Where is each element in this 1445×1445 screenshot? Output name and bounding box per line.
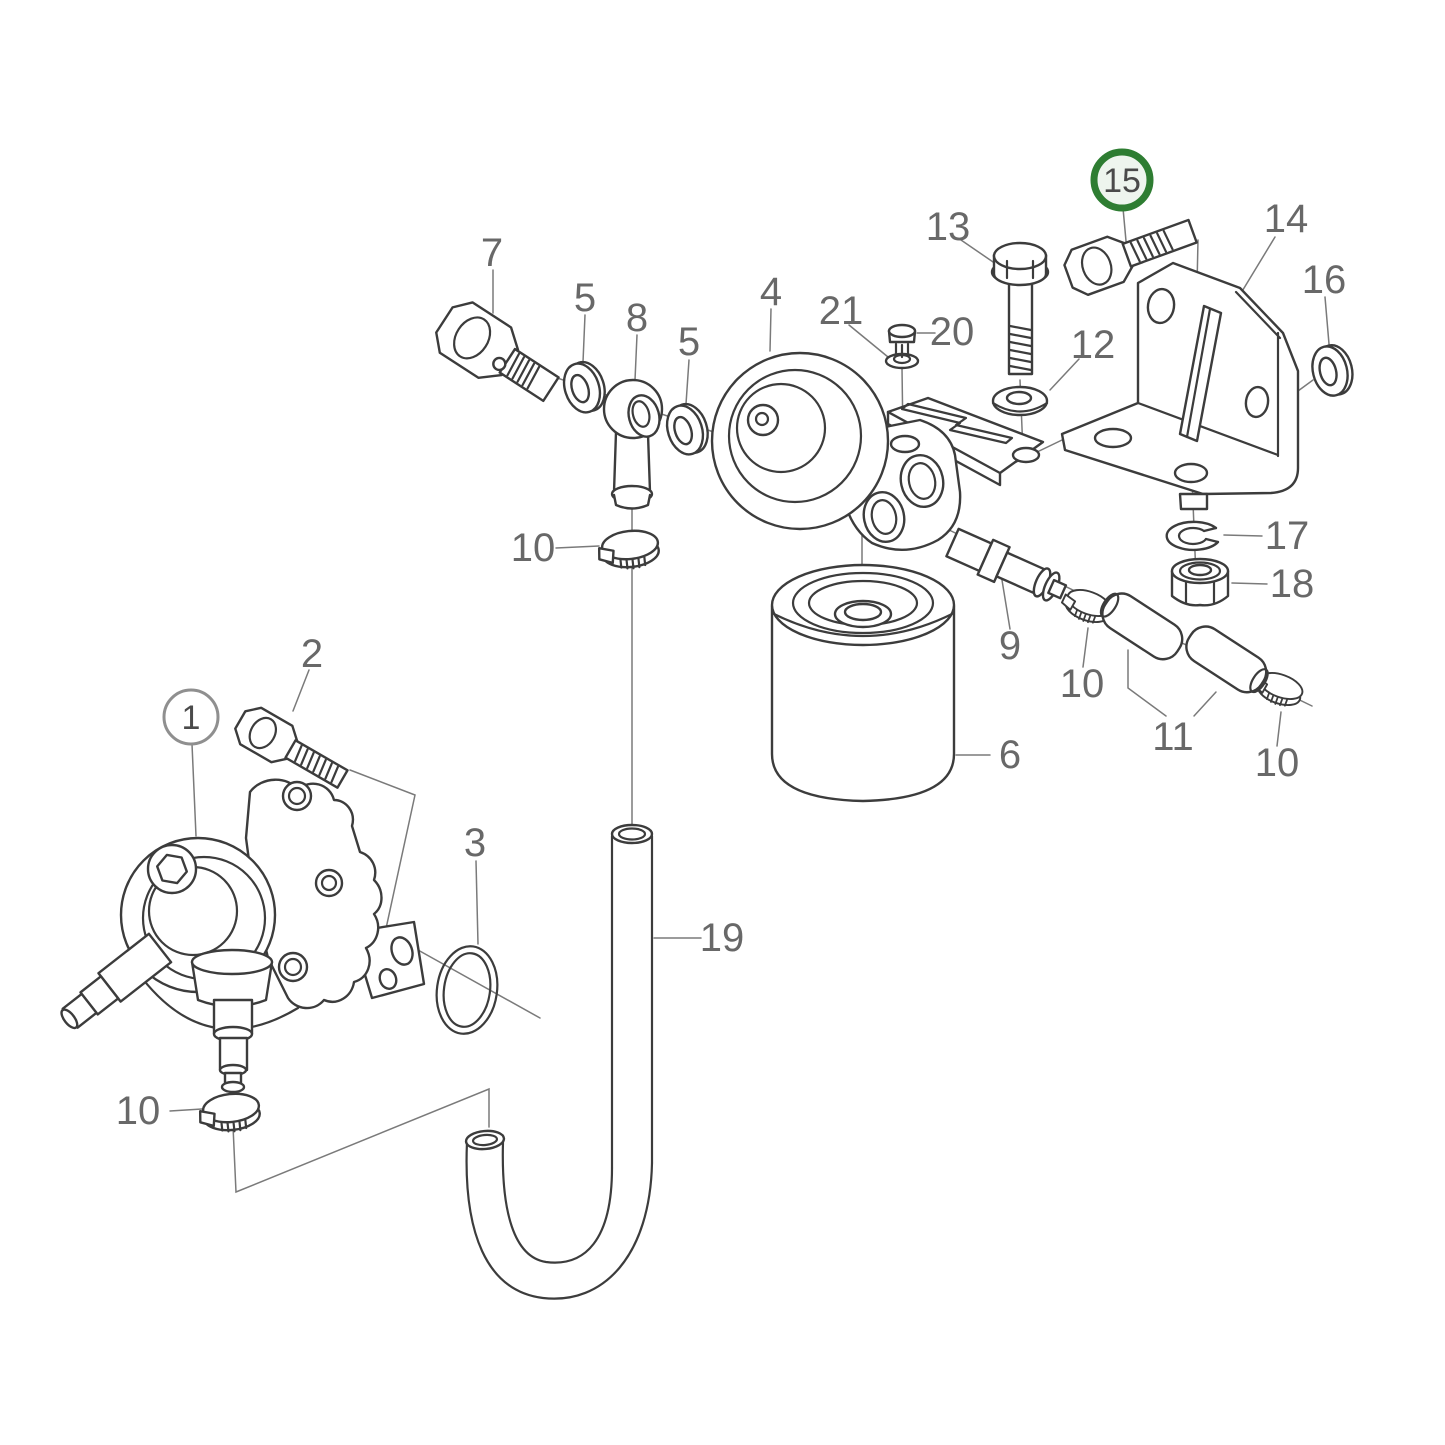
callout-label-1: 1 (182, 699, 201, 737)
part-hose-11a (1099, 592, 1184, 661)
callout-label-3: 3 (464, 821, 486, 865)
callout-label-17: 17 (1265, 514, 1310, 558)
callout-label-13: 13 (926, 205, 971, 249)
callout-label-6: 6 (999, 733, 1021, 777)
callout-label-21: 21 (819, 289, 864, 333)
callout-label-10b: 10 (116, 1089, 161, 1133)
part-fuel-filter-6 (770, 563, 956, 803)
callout-label-18: 18 (1270, 562, 1315, 606)
callout-label-10c: 10 (1060, 662, 1105, 706)
callout-label-5a: 5 (574, 276, 596, 320)
part-washer-5a (556, 356, 612, 419)
part-fuel-pump-1 (60, 778, 426, 1094)
part-banjo-fitting-8 (602, 378, 664, 510)
callout-label-5b: 5 (678, 320, 700, 364)
callout-label-14: 14 (1264, 197, 1309, 241)
callout-label-12: 12 (1071, 323, 1116, 367)
callout-label-2: 2 (301, 632, 323, 676)
part-clamp-10b (196, 1089, 263, 1136)
callout-circle-1 (162, 688, 220, 746)
part-hose-11b (1185, 625, 1269, 694)
callout-label-20: 20 (930, 310, 975, 354)
part-washer-5b (659, 398, 715, 461)
part-bolt-15 (1063, 218, 1198, 297)
callout-label-7: 7 (481, 231, 503, 275)
part-fitting-9 (945, 527, 1068, 602)
callout-label-9: 9 (999, 624, 1021, 668)
callout-circle-15-highlighted (1090, 148, 1154, 212)
callout-label-4: 4 (760, 270, 782, 314)
part-primer-dome-4 (710, 351, 890, 531)
callout-label-19: 19 (700, 916, 745, 960)
callout-label-15-highlighted: 15 (1103, 162, 1141, 200)
part-washer-16 (1306, 340, 1359, 401)
callout-label-10d: 10 (1255, 741, 1300, 785)
part-o-ring-3 (435, 945, 499, 1035)
part-bolt-13 (990, 241, 1050, 376)
part-spring-washer-17 (1165, 520, 1220, 552)
callout-labels: 7 5 8 5 4 21 20 13 15 14 16 12 10 17 18 … (116, 162, 1347, 1133)
part-bracket-14 (1060, 261, 1300, 511)
part-bolt-2 (234, 706, 349, 789)
part-banjo-bolt-7 (435, 301, 560, 403)
part-clamp-10a (595, 526, 662, 573)
part-washer-12 (991, 385, 1049, 417)
part-hose-19 (464, 823, 654, 1300)
callout-label-11: 11 (1152, 715, 1194, 759)
callout-label-10a: 10 (511, 526, 556, 570)
callout-label-8: 8 (626, 296, 648, 340)
part-vent-screw-20-21 (884, 323, 920, 370)
callout-label-16: 16 (1302, 258, 1347, 302)
part-nut-18 (1170, 557, 1230, 607)
